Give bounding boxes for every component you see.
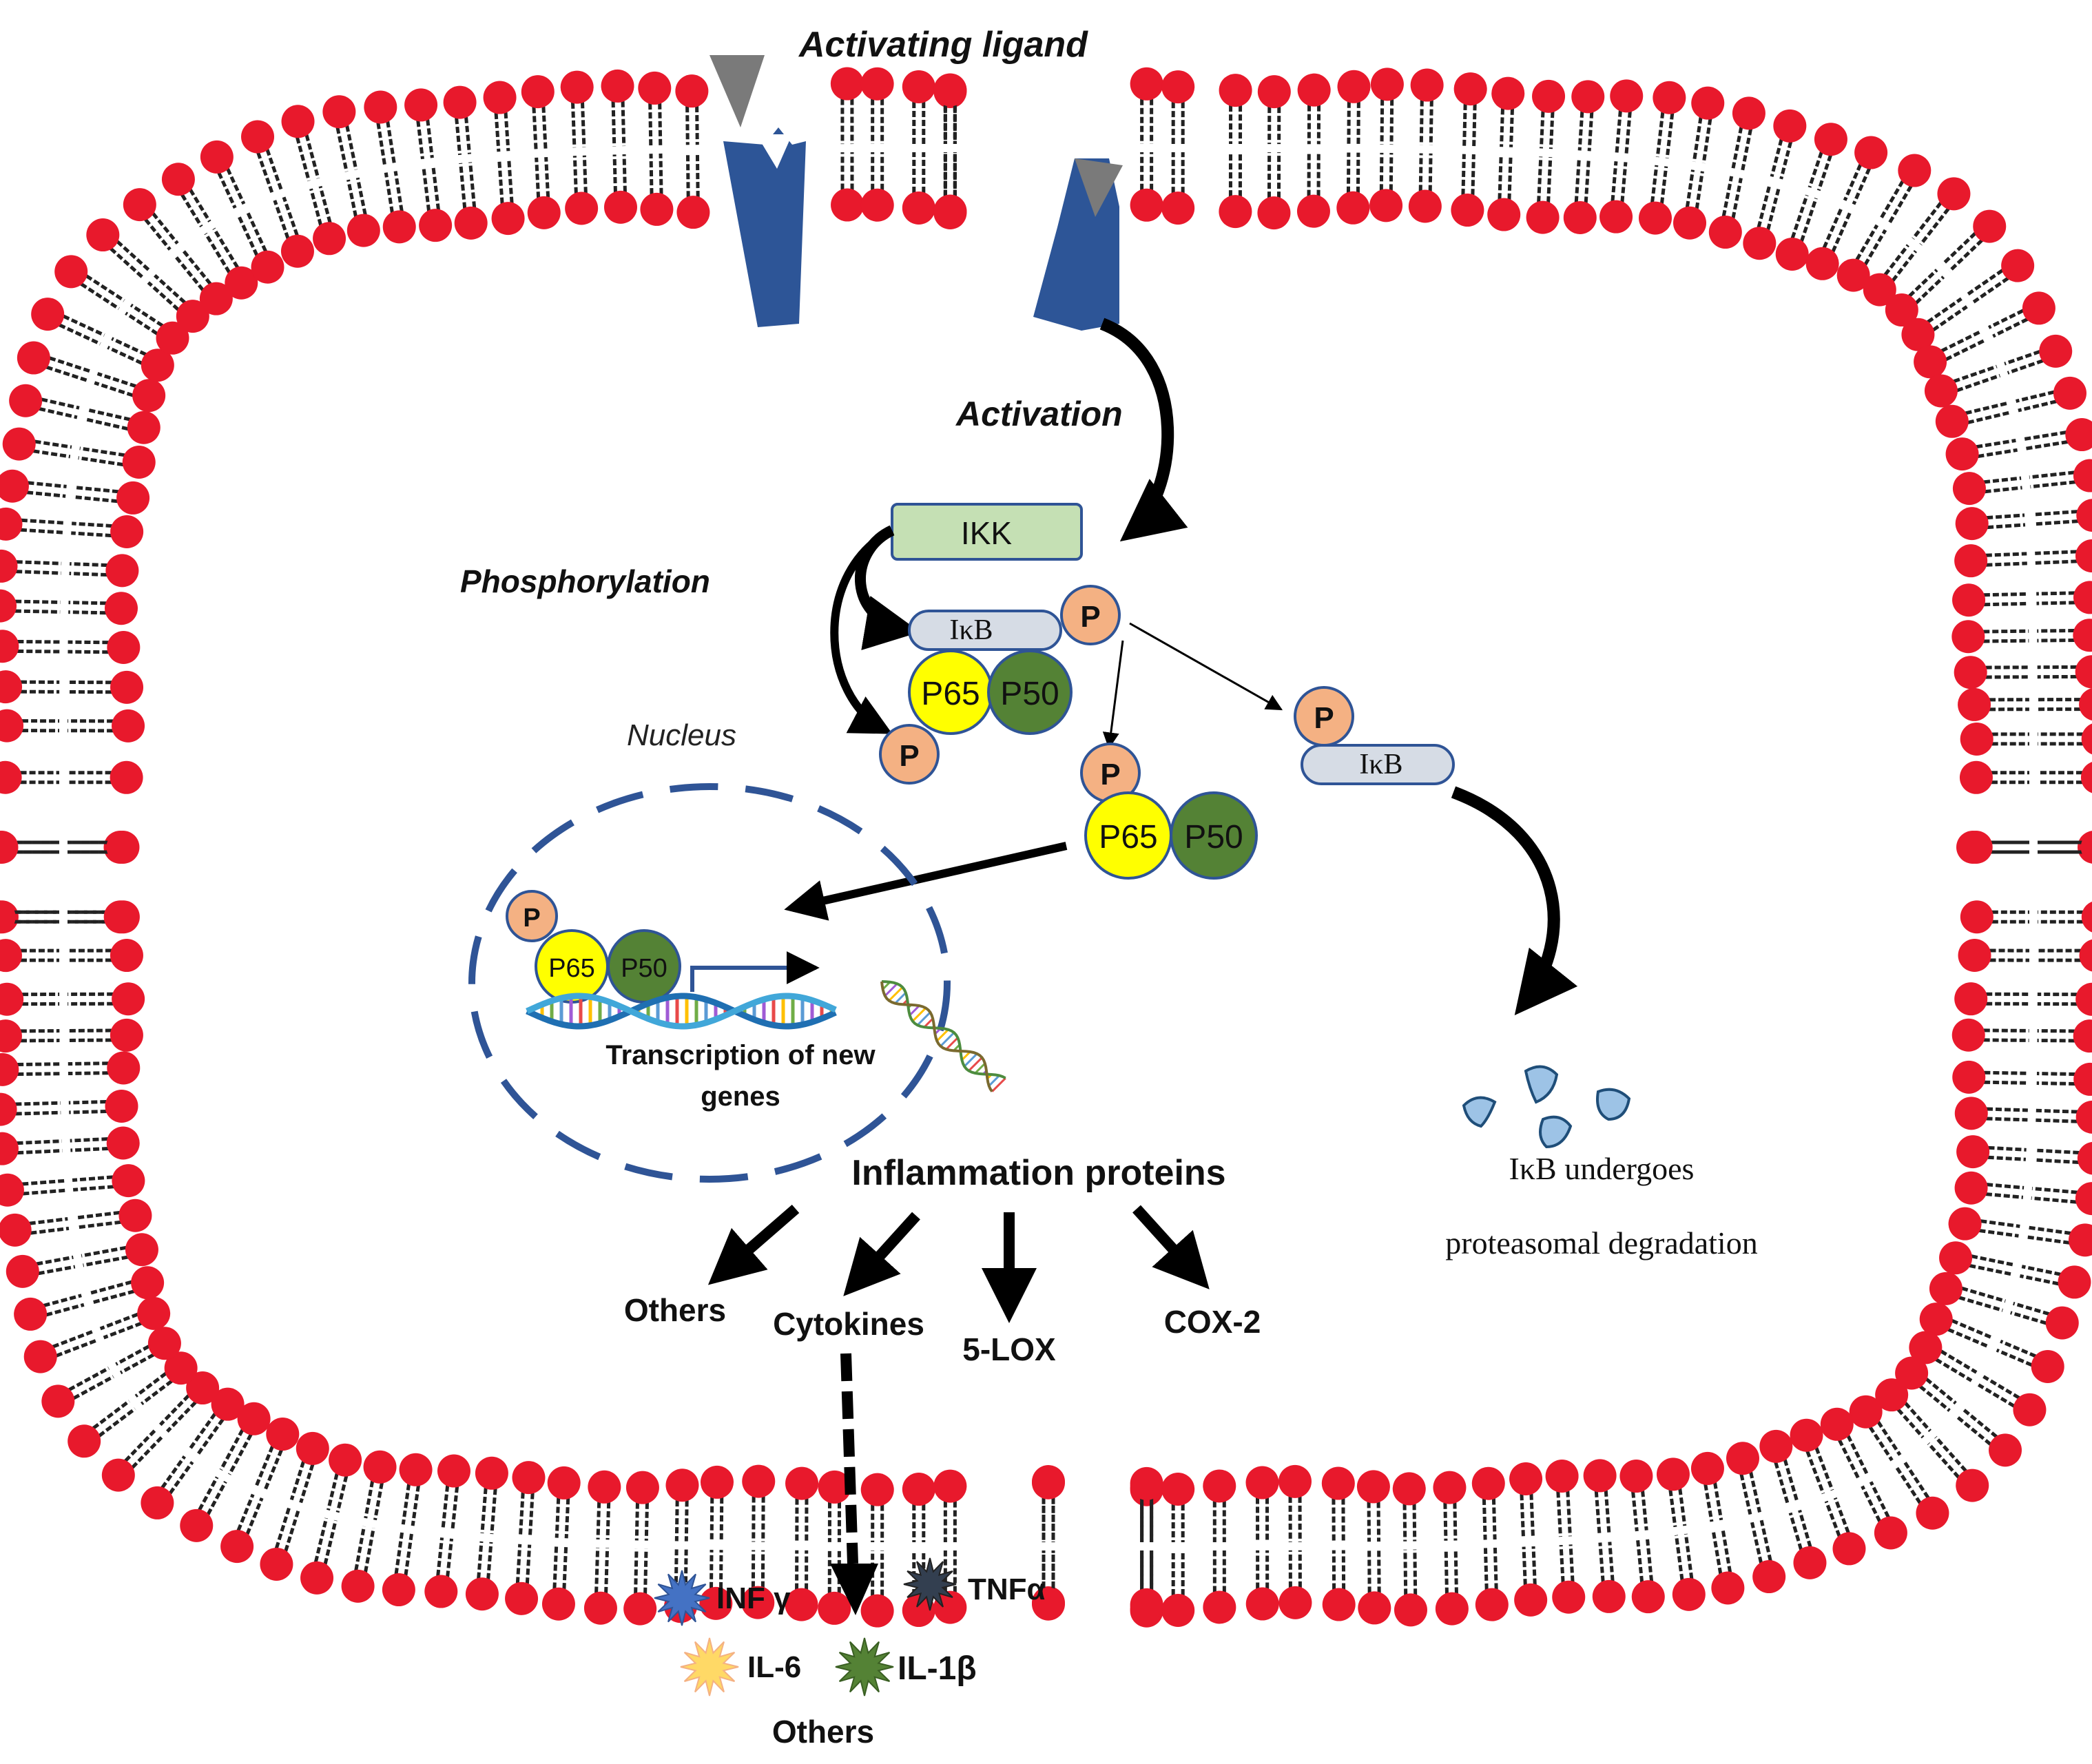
arrow-to-cytokines — [843, 1212, 920, 1296]
receptor-left — [723, 127, 806, 327]
others-label: Others — [624, 1292, 726, 1328]
inf-gamma-icon — [654, 1570, 710, 1626]
activation-arrow — [1099, 318, 1188, 542]
ikb-box-complex — [908, 610, 1062, 651]
phosphate-ikb-complex — [1060, 585, 1121, 645]
arrow-to-cox2 — [1132, 1205, 1210, 1289]
cytokines-release-arrow — [840, 1353, 858, 1564]
p50-free — [1170, 791, 1258, 880]
p50-label-complex: P50 — [1000, 676, 1059, 712]
tnf-alpha-label: TNFα — [968, 1573, 1046, 1606]
p65-label-nuclear: P65 — [548, 954, 595, 983]
ikk-to-p65-arrow — [830, 526, 894, 734]
p50-label-nuclear: P50 — [621, 954, 667, 983]
complex-to-ikb-arrow — [1129, 622, 1283, 711]
il6-icon — [680, 1637, 739, 1696]
ligand-left — [710, 55, 765, 127]
il6-label: IL-6 — [747, 1650, 801, 1684]
arrow-to-others — [707, 1204, 800, 1285]
p65-label-complex: P65 — [921, 676, 980, 712]
ikb-degradation-label-line2: proteasomal degradation — [1445, 1225, 1757, 1260]
transcription-arrow — [690, 951, 820, 992]
il1b-label: IL-1β — [898, 1650, 977, 1687]
p65-label-free: P65 — [1099, 819, 1157, 855]
ikb-label-free: IκB — [1359, 749, 1402, 780]
cytokines-label: Cytokines — [773, 1306, 924, 1342]
ikk-label: IKK — [961, 515, 1012, 551]
phosphate-nuclear — [506, 890, 558, 942]
5lox-label: 5-LOX — [962, 1331, 1056, 1367]
nuclear-translocation-arrow — [784, 842, 1068, 921]
ikb-label-complex: IκB — [949, 614, 993, 646]
transcription-label-line1: Transcription of new — [605, 1040, 876, 1070]
phosphate-label-ikb-complex: P — [1080, 600, 1100, 634]
phosphate-label-nuclear: P — [523, 904, 540, 933]
degradation-arrow — [1451, 786, 1578, 1016]
nucleus-label: Nucleus — [627, 718, 736, 752]
others-bottom-label: Others — [772, 1714, 874, 1750]
phosphate-label-free-p65: P — [1100, 758, 1120, 791]
dna-strand-icon — [880, 980, 1006, 1092]
phosphate-label-free-ikb: P — [1314, 701, 1334, 735]
nucleus-boundary — [468, 783, 951, 1183]
activating-ligand-label: Activating ligand — [798, 25, 1088, 65]
ligand-right — [1075, 158, 1123, 217]
cytokines-release-arrowhead — [830, 1564, 878, 1615]
transcription-label-line2: genes — [701, 1081, 780, 1112]
phosphate-p65-complex — [879, 724, 940, 785]
inf-gamma-label: INF γ — [716, 1581, 791, 1615]
phosphorylation-label: Phosphorylation — [460, 563, 710, 599]
ikb-box-free — [1301, 744, 1455, 785]
inflammation-proteins-label: Inflammation proteins — [851, 1153, 1225, 1193]
cox2-label: COX-2 — [1164, 1304, 1261, 1340]
tnf-alpha-icon — [903, 1557, 957, 1611]
p50-complex — [987, 650, 1073, 735]
p50-label-free: P50 — [1184, 819, 1243, 855]
dna-helix-icon — [526, 993, 837, 1030]
ikb-fragments-icon — [1462, 1065, 1631, 1149]
il1b-icon — [835, 1637, 894, 1696]
phosphate-label-p65-complex: P — [899, 739, 919, 773]
ikb-degradation-label-line1: IκB undergoes — [1509, 1151, 1695, 1186]
activation-label: Activation — [955, 395, 1123, 433]
complex-to-nfkb-arrow — [1102, 640, 1124, 749]
